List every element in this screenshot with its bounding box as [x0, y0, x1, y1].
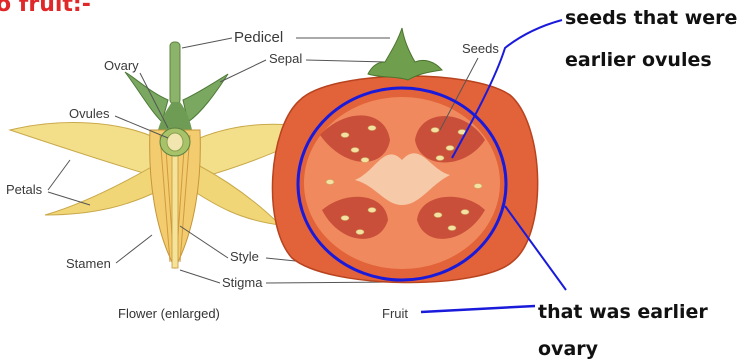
- label-sepal: Sepal: [269, 51, 302, 66]
- leader-sepal-fruit: [306, 60, 385, 62]
- annotation-seeds-line1: seeds that were: [565, 7, 737, 29]
- label-style: Style: [230, 249, 259, 264]
- heading-text: o fruit:-: [0, 0, 91, 17]
- label-fruit: Fruit: [382, 306, 408, 321]
- petal-right-lower: [192, 165, 280, 225]
- ovules-cluster: [167, 133, 183, 151]
- pedicel-stem: [170, 42, 180, 104]
- leader-stamen: [116, 235, 152, 263]
- caption-flower: Flower (enlarged): [118, 306, 220, 321]
- label-ovary: Ovary: [104, 58, 139, 73]
- label-stigma: Stigma: [222, 275, 263, 290]
- leader-petals-lower: [48, 192, 90, 205]
- label-seeds: Seeds: [462, 41, 499, 56]
- petal-left-upper: [10, 123, 160, 175]
- tomato-calyx: [368, 28, 442, 80]
- style-column: [172, 150, 178, 268]
- label-ovules: Ovules: [69, 106, 110, 121]
- leader-petals-upper: [48, 160, 70, 190]
- fruit-pointer-line: [421, 306, 535, 312]
- leader-sepal: [220, 60, 266, 82]
- label-stamen: Stamen: [66, 256, 111, 271]
- label-pedicel: Pedicel: [234, 29, 283, 46]
- label-petals: Petals: [6, 182, 43, 197]
- leader-stigma: [180, 270, 220, 283]
- annotation-ovary-line2: ovary: [538, 338, 599, 360]
- petal-left-lower: [45, 165, 160, 215]
- leader-style: [180, 226, 228, 258]
- leader-stigma-fruit: [266, 282, 395, 283]
- annotation-ovary-line1: that was earlier: [538, 301, 708, 323]
- flower-illustration: [10, 42, 320, 268]
- leader-pedicel: [182, 38, 232, 48]
- annotation-seeds-line2: earlier ovules: [565, 49, 712, 71]
